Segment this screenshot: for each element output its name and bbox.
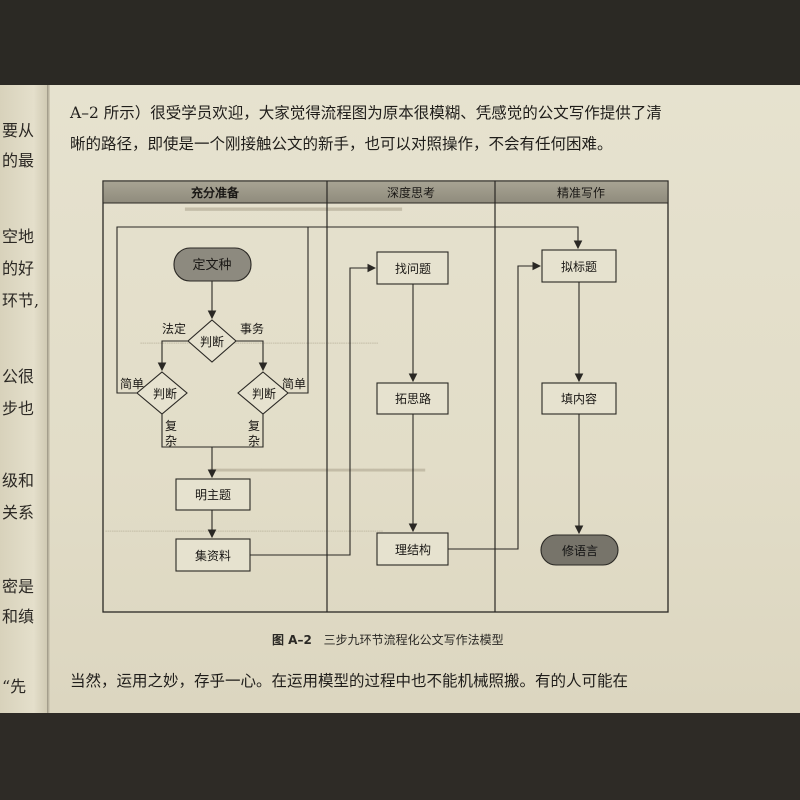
connector — [448, 261, 542, 550]
decision-label: 判断 — [153, 386, 177, 401]
margin-fragment: 要从 — [2, 121, 35, 140]
edge-label: 杂 — [165, 434, 177, 448]
edge-label: 简单 — [282, 377, 306, 391]
margin-fragment: 和缜 — [2, 607, 35, 626]
end-node — [540, 534, 619, 566]
margin-fragment: 密是 — [2, 577, 35, 596]
process-node — [376, 382, 449, 415]
process-node — [376, 532, 449, 566]
connector — [250, 263, 377, 556]
edge-label: 复 — [248, 419, 260, 433]
figure-caption: 图 A–2 三步九环节流程化公文写作法模型 — [272, 631, 504, 648]
connector — [212, 414, 264, 448]
end-node-label: 修语言 — [562, 543, 598, 558]
decision-label: 判断 — [252, 386, 276, 401]
margin-fragment: 级和 — [2, 471, 35, 490]
body-line-1: A–2 所示）很受学员欢迎，大家觉得流程图为原本很模糊、凭感觉的公文写作提供了清 — [70, 104, 662, 122]
connector — [236, 340, 268, 372]
edge-label: 复 — [165, 419, 177, 433]
margin-fragment: 公很 — [2, 367, 35, 386]
process-label: 理结构 — [395, 542, 431, 557]
process-node — [541, 249, 617, 283]
process-node — [376, 251, 449, 285]
book-spine — [47, 85, 50, 713]
process-label: 明主题 — [195, 488, 231, 502]
bleed-through-text: ┄┄┄┄┄┄┄┄┄┄┄┄┄┄┄┄┄┄┄┄┄┄┄┄┄┄┄┄┄┄┄┄┄┄┄┄┄┄┄┄… — [105, 525, 384, 538]
figure-number: 图 A–2 — [272, 633, 312, 647]
margin-fragment: 步也 — [2, 399, 35, 418]
bottom-shadow — [0, 713, 800, 800]
loop-connector — [263, 227, 309, 394]
process-node — [175, 478, 251, 511]
lane-label: 精准写作 — [557, 186, 605, 200]
bleed-through-text: ━━━━━━━━━━━━━━━━━━━━━ — [210, 461, 425, 481]
margin-fragment: 空地 — [2, 227, 35, 246]
connector — [161, 414, 217, 479]
margin-fragment: 环节, — [2, 291, 40, 310]
flowchart: 充分准备 深度思考 精准写作 定文种 判断 法定 事务 判断 简单 复 杂 判断… — [102, 180, 669, 613]
edge-label: 事务 — [240, 321, 264, 336]
connector — [157, 340, 188, 372]
edge-label: 法定 — [162, 321, 186, 336]
book-page: 要从 的最 空地 的好 环节, 公很 步也 级和 关系 密是 和缜 “先 A–2… — [0, 85, 800, 713]
body-line-3: 当然，运用之妙，存乎一心。在运用模型的过程中也不能机械照搬。有的人可能在 — [70, 672, 629, 690]
decision-node — [187, 319, 237, 363]
body-line-2: 晰的路径，即使是一个刚接触公文的新手，也可以对照操作，不会有任何困难。 — [70, 135, 613, 153]
edge-label: 简单 — [120, 377, 144, 391]
margin-fragment: 的好 — [2, 259, 35, 278]
process-node — [541, 382, 617, 415]
loop-connector — [116, 226, 583, 394]
process-label: 拓思路 — [395, 391, 431, 406]
lane-label: 深度思考 — [387, 185, 435, 200]
process-label: 集资料 — [195, 548, 231, 563]
adjacent-page: 要从 的最 空地 的好 环节, 公很 步也 级和 关系 密是 和缜 “先 — [0, 85, 48, 713]
start-node-label: 定文种 — [192, 258, 231, 273]
figure-title: 三步九环节流程化公文写作法模型 — [323, 633, 504, 647]
top-shadow — [0, 0, 800, 85]
margin-fragment: 关系 — [2, 503, 35, 522]
process-label: 拟标题 — [561, 260, 597, 274]
lane-label: 充分准备 — [191, 185, 240, 200]
edge-label: 杂 — [248, 434, 260, 448]
decision-label: 判断 — [200, 334, 224, 349]
process-label: 找问题 — [395, 262, 431, 276]
process-label: 填内容 — [561, 391, 597, 406]
margin-fragment: “先 — [2, 677, 27, 696]
lane-header-bar — [102, 180, 669, 204]
margin-fragment: 的最 — [2, 151, 35, 170]
